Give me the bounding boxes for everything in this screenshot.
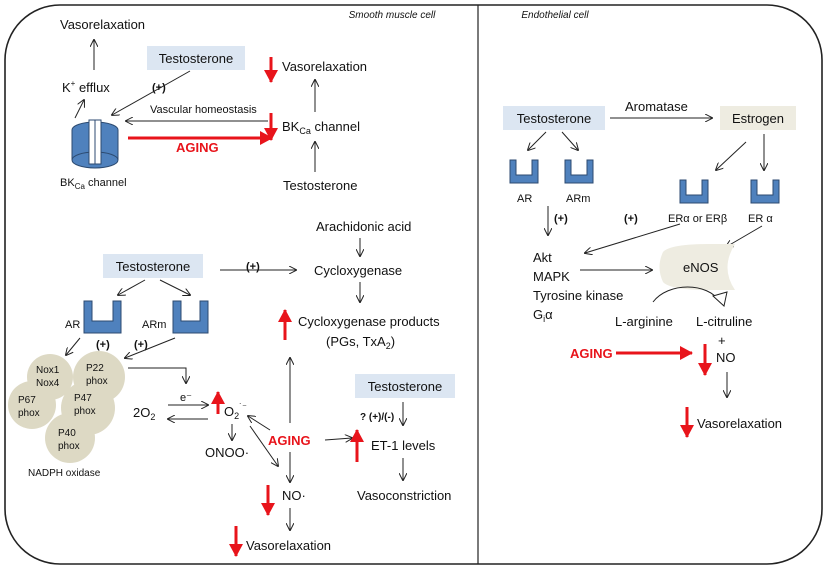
arrow-testosterone-to-bk-channel [112, 70, 191, 115]
aging-label-center: AGING [268, 433, 311, 448]
er-alpha-label: ER α [748, 213, 773, 225]
gia-label: Giα [533, 307, 553, 324]
arrow-nadph-to-superoxide [128, 367, 186, 383]
vasorelaxation-left-label: Vasorelaxation [60, 17, 145, 32]
plus-sign-arm: (+) [134, 339, 148, 351]
er-alpha-beta-label: ERα or ERβ [668, 213, 727, 225]
vasorelaxation-bottom-label: Vasorelaxation [246, 538, 331, 553]
endo-plus-right: (+) [624, 213, 638, 225]
l-arginine-label: L-arginine [615, 314, 673, 329]
aging-label-endo: AGING [570, 346, 613, 361]
onoo-label: ONOO· [205, 445, 249, 460]
p67-phox-label: phox [18, 408, 40, 419]
ar-label-smc: AR [65, 319, 80, 331]
arrow-aging-to-et1 [324, 438, 352, 440]
nox1-label: Nox1 [36, 365, 60, 376]
endo-plus-left: (+) [554, 213, 568, 225]
p22-phox-label: phox [86, 376, 108, 387]
tyrosine-kinase-label: Tyrosine kinase [533, 288, 623, 303]
testosterone-box-et1 [355, 374, 455, 398]
nox4-label: Nox4 [36, 378, 60, 389]
endo-no-label: NO [716, 350, 736, 365]
testosterone-top-label: Testosterone [159, 51, 233, 66]
p22-label: P22 [86, 363, 104, 374]
plus-minus-label: ? (+)/(-) [360, 412, 394, 423]
enos-conversion-arrowhead [711, 291, 728, 307]
testosterone-et1-label: Testosterone [368, 379, 442, 394]
arrow-endo-testosterone-to-ar [528, 131, 547, 150]
k-efflux-label: K+ efflux [62, 79, 110, 95]
arrow-testosterone-to-ar [118, 279, 146, 295]
plus-no-sign: + [718, 333, 726, 348]
panel-title-endothelial: Endothelial cell [521, 10, 589, 21]
p67-label: P67 [18, 395, 36, 406]
mapk-label: MAPK [533, 269, 570, 284]
arrow-testosterone-to-arm [159, 279, 190, 295]
arachidonic-acid-label: Arachidonic acid [316, 219, 411, 234]
nadph-oxidase-cluster [8, 351, 125, 463]
electron-label: e⁻ [180, 392, 192, 404]
cox-products-label: Cycloxygenase products [298, 314, 440, 329]
aromatase-label: Aromatase [625, 99, 688, 114]
ar-receptor-icon [83, 300, 122, 334]
superoxide-label: O2˙⁻ [224, 402, 247, 421]
l-citruline-label: L-citruline [696, 314, 752, 329]
endo-arm-label: ARm [566, 193, 590, 205]
endo-vasorelaxation-label: Vasorelaxation [697, 416, 782, 431]
p40-phox-label: phox [58, 441, 80, 452]
arm-receptor-icon [172, 300, 209, 334]
bk-channel-left-label: BKCa channel [60, 177, 127, 191]
arrow-er-to-akt [585, 223, 681, 253]
aging-label-top: AGING [176, 140, 219, 155]
testosterone-endo-label: Testosterone [517, 111, 591, 126]
testosterone-box-middle [103, 254, 203, 278]
er-alpha-beta-receptor-icon [679, 179, 709, 204]
bk-channel-icon [71, 119, 119, 169]
nadph-oxidase-label: NADPH oxidase [28, 468, 101, 479]
bk-channel-mid-label: BKCa channel [282, 119, 360, 136]
cyclooxygenase-label: Cycloxygenase [314, 263, 402, 278]
testosterone-bottom-label: Testosterone [283, 178, 357, 193]
panel-title-smooth-muscle: Smooth muscle cell [349, 10, 436, 21]
arrow-aging-to-superoxide [248, 416, 271, 431]
estrogen-box [720, 106, 796, 130]
endo-ar-label: AR [517, 193, 532, 205]
enos-label: eNOS [683, 260, 719, 275]
arrow-endo-testosterone-to-arm [561, 131, 578, 150]
arrow-arm-to-nadph [125, 337, 176, 358]
endo-arm-receptor-icon [564, 159, 594, 184]
testosterone-box-top [147, 46, 245, 70]
arrow-bk-to-k-efflux [74, 100, 84, 119]
arrow-er-alpha-to-enos [726, 225, 763, 247]
p47-label: P47 [74, 393, 92, 404]
two-o2-label: 2O2 [133, 405, 155, 422]
akt-label: Akt [533, 250, 552, 265]
vascular-homeostasis-label: Vascular homeostasis [150, 104, 257, 116]
pgs-txa2-label: (PGs, TxA2) [326, 334, 395, 351]
endo-ar-receptor-icon [509, 159, 539, 184]
estrogen-label: Estrogen [732, 111, 784, 126]
testosterone-middle-label: Testosterone [116, 259, 190, 274]
plus-sign-testo-cox: (+) [246, 261, 260, 273]
plus-sign-ar: (+) [96, 339, 110, 351]
p47-phox-label: phox [74, 406, 96, 417]
enos-shape [659, 244, 735, 290]
arrow-superoxide-to-no [249, 425, 278, 466]
vasorelaxation-mid-label: Vasorelaxation [282, 59, 367, 74]
no-radical-label: NO· [282, 488, 306, 503]
et1-levels-label: ET-1 levels [371, 438, 436, 453]
arrow-estrogen-to-er-ab [716, 141, 747, 170]
outer-frame [4, 4, 823, 565]
p40-label: P40 [58, 428, 76, 439]
arrow-ar-to-nadph [66, 337, 81, 355]
arm-label-smc: ARm [142, 319, 166, 331]
vasoconstriction-label: Vasoconstriction [357, 488, 451, 503]
testosterone-box-endo [503, 106, 605, 130]
er-alpha-receptor-icon [750, 179, 780, 204]
